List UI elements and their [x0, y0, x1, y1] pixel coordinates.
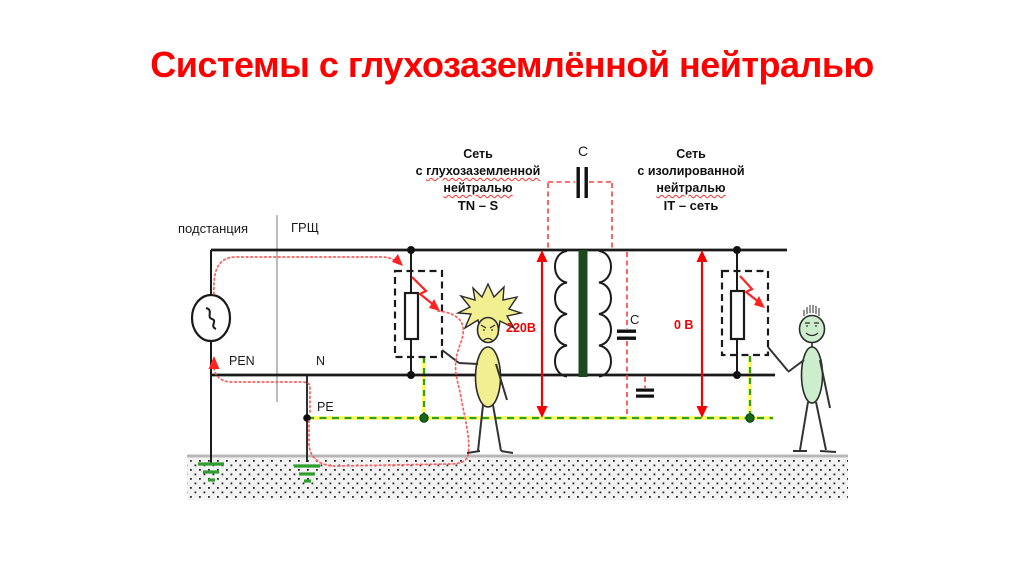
- tn-line2: с глухозаземленной: [415, 164, 541, 178]
- tn-network-label: Сеть с глухозаземленной нейтралью TN – S: [397, 146, 559, 214]
- touch-voltage-tn-value: 220В: [506, 321, 536, 335]
- victim-body: [474, 346, 502, 408]
- n-label: N: [316, 354, 326, 368]
- stray-capacitor-label: C: [630, 312, 640, 327]
- fault-lightning-right: [739, 275, 765, 308]
- coupling-capacitor-top: [547, 167, 613, 249]
- earth-ground-strip: [187, 454, 848, 500]
- pe-label: PE: [317, 400, 334, 414]
- secondary-winding: [598, 250, 612, 378]
- slide-title: Системы с глухозаземлённой нейтралью: [150, 44, 874, 85]
- sine-symbol: [205, 307, 217, 330]
- victim-limbs: [458, 362, 514, 454]
- stray-capacitance-low: [636, 377, 654, 398]
- appliance-cord-right: [767, 346, 789, 372]
- isolating-transformer: [554, 250, 612, 378]
- it-network-label: Сеть с изолированной нейтралью IT – сеть: [612, 146, 770, 214]
- safe-body: [800, 346, 824, 404]
- fault-lightning-left: [411, 276, 440, 311]
- transformer-core: [578, 250, 588, 377]
- loop-phase-run: [213, 256, 398, 295]
- grounding-electrodes: [198, 375, 320, 483]
- tn-appliance: [393, 246, 460, 379]
- top-capacitor-label: C: [578, 143, 589, 159]
- tn-line3: нейтралью: [443, 181, 513, 195]
- loop-body-to-earth: [308, 310, 470, 467]
- safe-limbs: [787, 359, 837, 453]
- substation-label: подстанция: [178, 221, 249, 236]
- pe-conductor-line: [307, 356, 773, 423]
- it-system-name: IT – сеть: [663, 198, 719, 213]
- primary-winding: [554, 250, 568, 378]
- it-line3: нейтралью: [656, 181, 726, 195]
- it-appliance: [720, 246, 789, 379]
- main-board-label: ГРЩ: [291, 220, 319, 235]
- stray-capacitance-mid: [617, 252, 636, 416]
- ac-source: [190, 250, 232, 463]
- loop-arrow-into-appliance: [392, 254, 403, 266]
- victim-figure: [455, 282, 524, 454]
- touch-voltage-it-value: 0 В: [674, 318, 694, 332]
- smiling-face: [805, 322, 819, 337]
- tn-system-name: TN – S: [457, 198, 499, 213]
- pen-label: PEN: [229, 354, 255, 368]
- loop-pen-return: [213, 367, 311, 413]
- touch-voltage-arrow-it: [696, 250, 708, 418]
- loop-arrow-to-source: [208, 356, 220, 369]
- touch-voltage-arrow-tn: [536, 250, 548, 418]
- sad-face: [480, 324, 496, 342]
- safe-figure: [787, 305, 837, 453]
- tn-line1: Сеть: [463, 147, 493, 161]
- it-line1: Сеть: [676, 147, 706, 161]
- short-hair: [803, 305, 820, 316]
- it-line2: с изолированной: [637, 164, 745, 178]
